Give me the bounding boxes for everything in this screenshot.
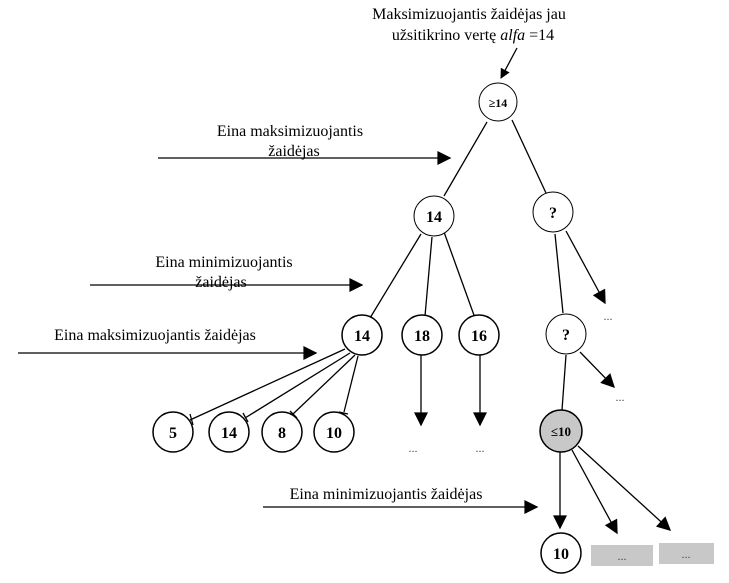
ellipsis-under-18: ... xyxy=(409,441,418,455)
node-left-max-value: 14 xyxy=(426,209,442,226)
alpha-note-line2: užsitikrino vertę alfa =14 xyxy=(392,27,554,44)
edge-to-leaf-14 xyxy=(244,352,351,419)
edge-q2-to-dots xyxy=(579,351,615,389)
leaf-14: 14 xyxy=(208,411,250,453)
edge-14-to-18 xyxy=(424,236,433,317)
leaf-14-circle xyxy=(208,411,250,453)
leaf-10-value: 10 xyxy=(326,425,342,442)
node-bottom-10-value: 10 xyxy=(553,546,569,563)
leaf-10: 10 xyxy=(313,411,355,453)
leaf-14-tick xyxy=(242,412,249,423)
node-mid-16: 16 xyxy=(458,314,500,356)
node-mid-14: 14 xyxy=(341,314,383,356)
node-mid-16-circle xyxy=(458,314,500,356)
node-root: ≥14 xyxy=(478,82,518,122)
node-left-max-circle xyxy=(413,195,455,237)
node-mid-18-value: 18 xyxy=(414,328,430,345)
pruned-box-1 xyxy=(591,545,653,566)
edge-q-to-dots xyxy=(565,230,606,305)
edge-14-to-14 xyxy=(369,233,422,319)
node-bottom-10: 10 xyxy=(540,532,582,574)
leaf-8-value: 8 xyxy=(278,425,286,442)
node-cut-circle xyxy=(539,409,583,453)
node-mid-18-circle xyxy=(401,314,443,356)
edge-14-to-16 xyxy=(443,231,476,319)
edge-q-to-q2 xyxy=(554,233,564,314)
node-mid-18: 18 xyxy=(401,314,443,356)
leaf-10-circle xyxy=(313,411,355,453)
edge-q2-to-cut xyxy=(561,354,567,411)
leaf-5: 5 xyxy=(152,411,194,453)
node-right-q2: ? xyxy=(545,313,587,355)
alpha-symbol: alfa xyxy=(500,27,525,44)
node-right-q2-value: ? xyxy=(562,327,570,344)
node-right-q-value: ? xyxy=(549,205,557,222)
min-level-label-line2: žaidėjas xyxy=(195,274,247,291)
min-level-label-2: Eina minimizuojantis žaidėjas xyxy=(290,486,483,503)
pruned-box-1-ellipsis: ... xyxy=(618,549,627,563)
leaf-5-tick xyxy=(189,413,194,426)
alpha-value: =14 xyxy=(529,27,554,44)
max-level-label-line1: Eina maksimizuojantis xyxy=(217,123,363,140)
edge-to-leaf-5 xyxy=(189,348,346,421)
edge-root-left xyxy=(443,121,488,197)
alpha-note-line1: Maksimizuojantis žaidėjas jau xyxy=(372,6,566,23)
pruned-box-2 xyxy=(659,543,714,564)
node-mid-14-value: 14 xyxy=(354,328,370,345)
min-level-label-line1: Eina minimizuojantis xyxy=(155,254,292,271)
node-right-q2-circle xyxy=(545,313,587,355)
node-left-max: 14 xyxy=(413,195,455,237)
node-mid-16-value: 16 xyxy=(471,328,487,345)
max-level-label-2: Eina maksimizuojantis žaidėjas xyxy=(54,327,256,344)
ellipsis-under-16: ... xyxy=(476,441,485,455)
leaf-14-value: 14 xyxy=(221,425,237,442)
node-root-circle xyxy=(478,82,518,122)
edge-to-leaf-8 xyxy=(292,354,356,415)
node-bottom-10-circle xyxy=(540,532,582,574)
node-cut: ≤10 xyxy=(539,409,583,453)
leaf-5-value: 5 xyxy=(169,425,177,442)
alpha-note-arrow xyxy=(500,47,518,79)
edge-to-leaf-10 xyxy=(343,355,359,413)
node-mid-14-circle xyxy=(341,314,383,356)
node-right-q-circle xyxy=(532,191,574,233)
edge-root-right xyxy=(511,119,547,194)
alpha-note-text: užsitikrino vertę xyxy=(392,27,496,44)
edge-cut-to-box1 xyxy=(571,449,618,535)
node-cut-value: ≤10 xyxy=(551,424,571,439)
leaf-5-circle xyxy=(152,411,194,453)
max-level-label-line2: žaidėjas xyxy=(268,143,320,160)
ellipsis-right-upper: ... xyxy=(604,309,613,323)
ellipsis-right-lower: ... xyxy=(616,390,625,404)
node-root-value: ≥14 xyxy=(489,96,508,110)
leaf-8-circle xyxy=(261,411,303,453)
node-right-q: ? xyxy=(532,191,574,233)
leaf-8: 8 xyxy=(261,411,303,453)
pruned-box-2-ellipsis: ... xyxy=(682,547,691,561)
edge-cut-to-box2 xyxy=(577,445,672,531)
